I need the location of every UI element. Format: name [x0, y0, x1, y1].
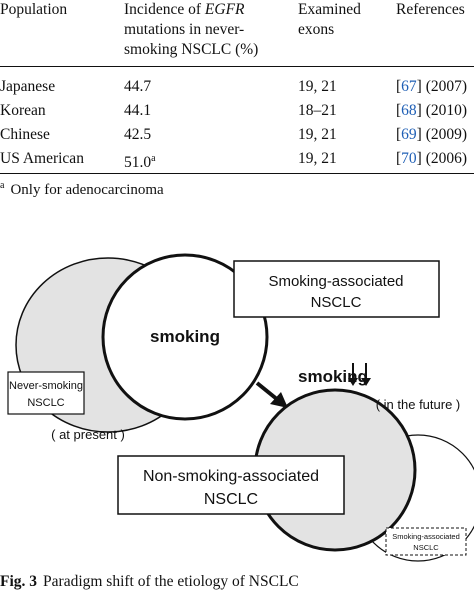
table-rule-header	[0, 66, 474, 67]
cell-incidence: 44.1	[124, 102, 152, 119]
cell-exons: 19, 21	[298, 78, 337, 95]
header-exons-line2: exons	[298, 21, 335, 38]
reference-year: (2010)	[425, 102, 468, 119]
transition-arrow	[255, 381, 288, 408]
cell-population: Korean	[0, 102, 46, 119]
caption-label: Fig. 3	[0, 573, 38, 590]
header-incidence-pre: Incidence of	[124, 1, 205, 18]
cell-reference: [68] (2010)	[396, 102, 468, 119]
small-smoking-label-2: NSCLC	[413, 543, 439, 552]
reference-year: (2007)	[425, 78, 468, 95]
cell-incidence-value: 51.0	[124, 154, 152, 172]
non-smoking-label-2: NSCLC	[204, 491, 258, 508]
cell-population: Chinese	[0, 126, 50, 143]
never-smoking-box	[7, 371, 85, 415]
cell-incidence: 42.5	[124, 126, 152, 143]
reference-year: (2009)	[425, 126, 468, 143]
cell-exons: 19, 21	[298, 126, 337, 143]
header-exons-line1: Examined	[298, 1, 361, 18]
figure-caption: Fig. 3 Paradigm shift of the etiology of …	[0, 573, 299, 591]
footnote-text: Only for adenocarcinoma	[10, 182, 164, 198]
never-smoking-label-1: Never-smoking	[9, 380, 83, 392]
cell-exons: 19, 21	[298, 150, 337, 167]
non-smoking-label-1: Non-smoking-associated	[143, 468, 319, 485]
cell-population: Japanese	[0, 78, 56, 95]
small-smoking-label-1: Smoking-associated	[392, 532, 460, 541]
table-footnote: a Only for adenocarcinoma	[0, 180, 164, 199]
in-future-label: ( in the future )	[376, 397, 461, 412]
reference-year: (2006)	[425, 150, 468, 167]
footnote-marker: a	[151, 153, 156, 164]
smoking-label: smoking	[150, 327, 220, 346]
never-smoking-label-2: NSCLC	[27, 397, 64, 409]
header-population: Population	[0, 1, 68, 18]
header-incidence: Incidence of EGFR mutations in never- sm…	[124, 0, 258, 60]
smoking-associated-label-2: NSCLC	[311, 294, 362, 311]
header-exons: Examined exons	[298, 0, 361, 40]
decrease-arrows-icon	[348, 363, 371, 386]
non-smoking-box	[117, 455, 345, 515]
table-rule-bottom	[0, 173, 474, 174]
small-smoking-box	[385, 527, 467, 556]
smoking-associated-box	[233, 260, 440, 318]
reference-link[interactable]: 70	[401, 150, 417, 167]
cell-incidence: 51.0a	[124, 149, 156, 173]
cell-reference: [67] (2007)	[396, 78, 468, 95]
header-incidence-line2: mutations in never-	[124, 21, 245, 38]
cell-incidence: 44.7	[124, 78, 152, 95]
caption-text: Paradigm shift of the etiology of NSCLC	[43, 573, 299, 590]
smoking-associated-label-1: Smoking-associated	[268, 273, 403, 290]
reference-link[interactable]: 68	[401, 102, 417, 119]
paradigm-shift-diagram: Smoking-associated NSCLC smoking Never-s…	[7, 253, 474, 562]
footnote-mark: a	[0, 180, 5, 191]
header-references: References	[396, 1, 465, 18]
header-incidence-line3: smoking NSCLC (%)	[124, 41, 259, 58]
cell-reference: [70] (2006)	[396, 150, 468, 167]
reference-link[interactable]: 69	[401, 126, 417, 143]
cell-exons: 18–21	[298, 102, 337, 119]
cell-population: US American	[0, 150, 84, 167]
reference-link[interactable]: 67	[401, 78, 417, 95]
at-present-label: ( at present )	[51, 427, 125, 442]
header-incidence-egfr: EGFR	[204, 1, 245, 18]
cell-reference: [69] (2009)	[396, 126, 468, 143]
smoking-decrease-label: smoking	[298, 367, 368, 386]
smoking-circle	[101, 253, 269, 421]
